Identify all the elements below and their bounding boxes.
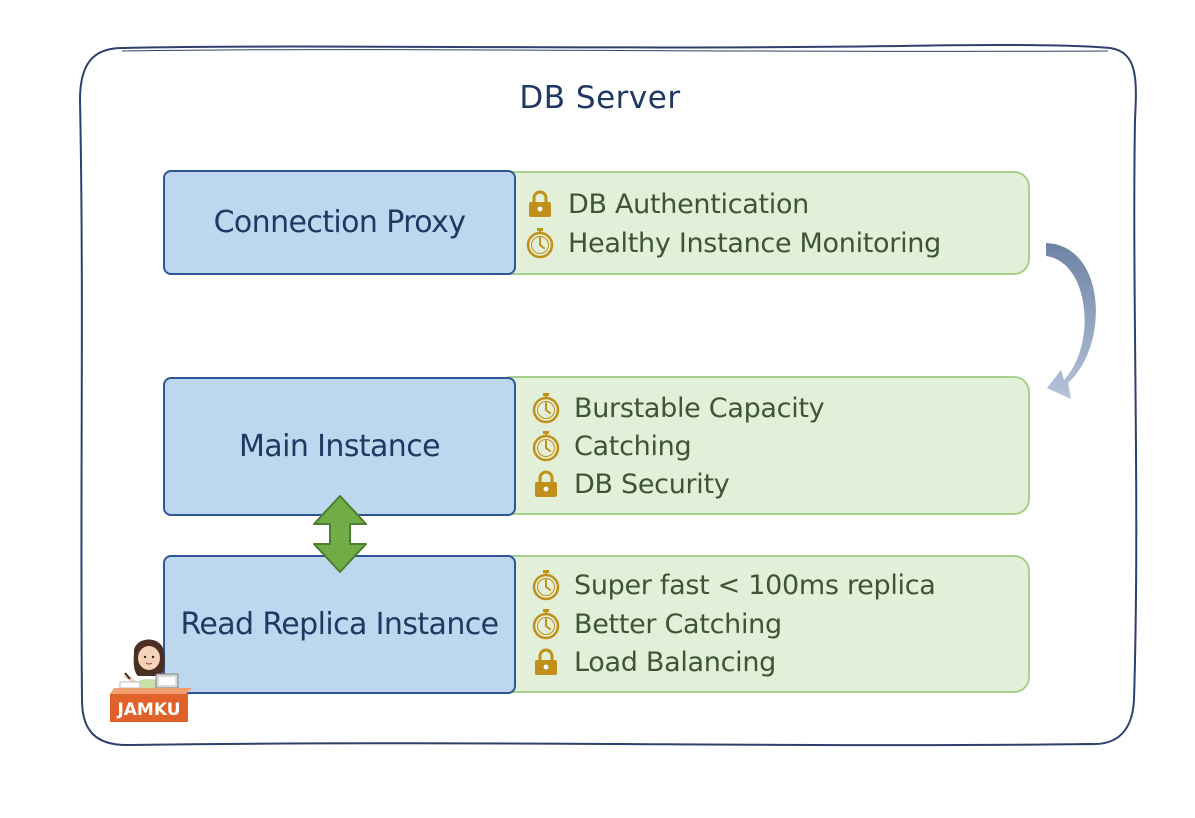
feature-item: Burstable Capacity (530, 390, 825, 426)
connection-proxy-box: Connection Proxy (163, 170, 516, 275)
feature-item: Super fast < 100ms replica (530, 567, 936, 603)
stopwatch-icon (532, 570, 560, 601)
feature-item: DB Authentication (524, 186, 809, 222)
read-replica-label: Read Replica Instance (180, 607, 499, 642)
stopwatch-icon (526, 228, 554, 259)
main-instance-label: Main Instance (239, 429, 441, 464)
features-panel-proxy (495, 171, 1030, 275)
feature-item: Better Catching (530, 606, 782, 642)
connection-proxy-label: Connection Proxy (213, 205, 466, 240)
feature-item: DB Security (530, 466, 730, 502)
stopwatch-icon (532, 431, 560, 462)
read-replica-box: Read Replica Instance (163, 555, 516, 694)
feature-item: Healthy Instance Monitoring (524, 225, 941, 261)
feature-item: Catching (530, 428, 692, 464)
lock-icon (535, 470, 557, 497)
lock-icon (529, 190, 551, 217)
svg-text:JAMKU: JAMKU (116, 700, 180, 720)
main-instance-box: Main Instance (163, 377, 516, 516)
lock-icon (535, 648, 557, 675)
jamku-logo: JAMKU (110, 639, 192, 722)
feature-item: Load Balancing (530, 644, 776, 680)
features-panel-replica (495, 555, 1030, 693)
server-title: DB Server (519, 80, 681, 116)
stopwatch-icon (532, 393, 560, 424)
stopwatch-icon (532, 609, 560, 640)
